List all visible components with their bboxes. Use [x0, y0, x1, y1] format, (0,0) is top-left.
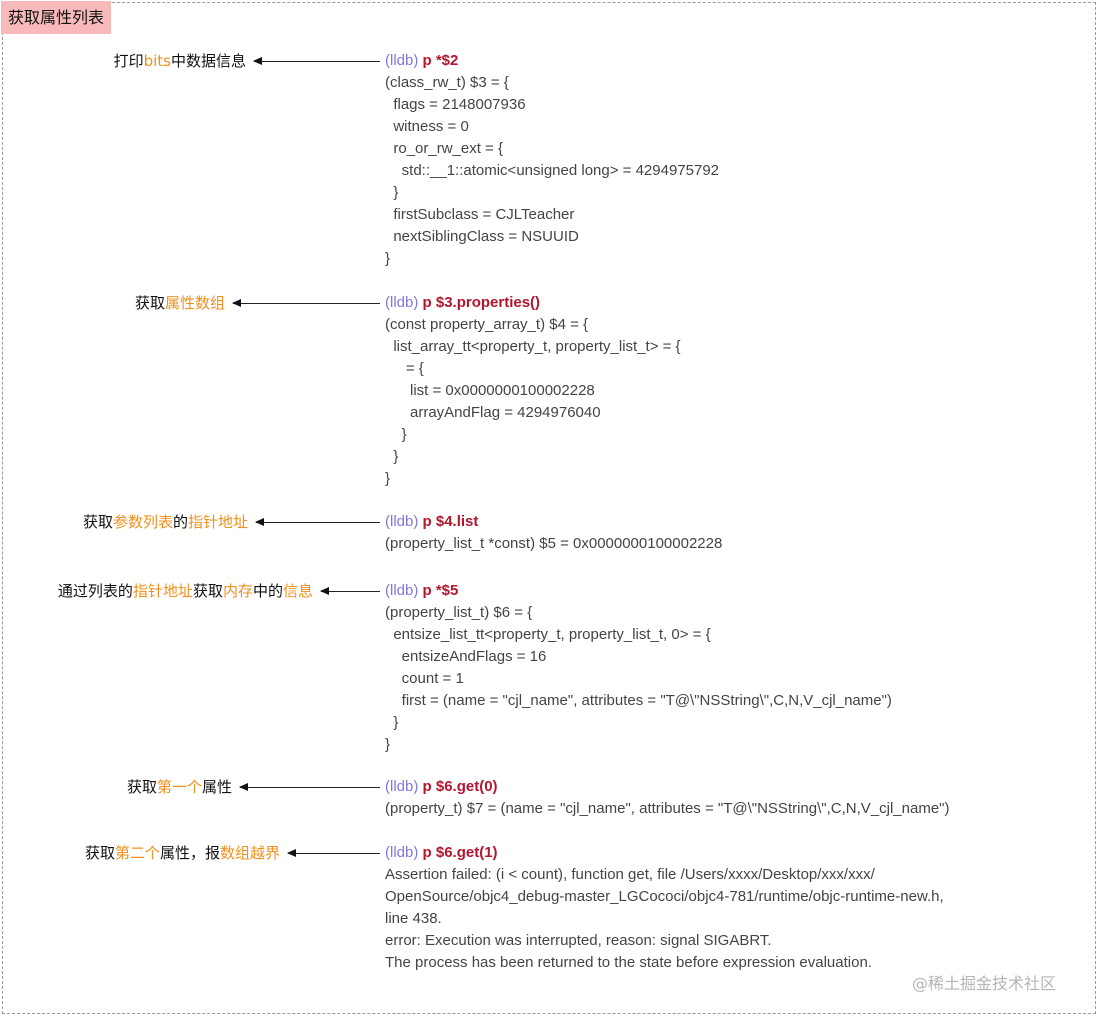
lldb-output-line: line 438. [385, 910, 442, 927]
lldb-command: p *$5 [422, 582, 459, 599]
annotation-text: 获取 [134, 294, 165, 312]
arrow-left-icon [239, 783, 380, 791]
annotation-text: 打印 [113, 52, 144, 70]
highlighted-text: 第二个 [114, 844, 160, 862]
lldb-command: p $6.get(0) [422, 778, 498, 795]
lldb-output-line: count = 1 [385, 670, 464, 687]
lldb-output-line: entsize_list_tt<property_t, property_lis… [385, 626, 711, 643]
watermark: @稀土掘金技术社区 [912, 974, 1057, 993]
lldb-command-line: (lldb) p $4.list [385, 511, 722, 533]
lldb-output-line: } [385, 426, 407, 443]
lldb-block: (lldb) p *$5 (property_list_t) $6 = { ent… [385, 580, 892, 756]
lldb-block: (lldb) p $4.list (property_list_t *const)… [385, 511, 722, 555]
lldb-output-line: witness = 0 [385, 118, 469, 135]
lldb-prompt: (lldb) [385, 294, 419, 311]
highlighted-text: 指针地址 [187, 513, 248, 531]
lldb-output-line: firstSubclass = CJLTeacher [385, 206, 575, 223]
annotation-text: 通过列表的 [57, 582, 133, 600]
lldb-command: p *$2 [422, 52, 459, 69]
lldb-output-line: } [385, 184, 399, 201]
lldb-command-line: (lldb) p *$5 [385, 580, 892, 602]
annotation-text: 获取 [84, 844, 115, 862]
highlighted-text: 内存 [222, 582, 253, 600]
lldb-output-line: } [385, 470, 391, 487]
step-annotation: 获取第一个属性 [127, 777, 232, 797]
lldb-output-line: } [385, 714, 399, 731]
annotation-text: 中数据信息 [170, 52, 246, 70]
lldb-output-line: = { [385, 360, 424, 377]
lldb-output-line: nextSiblingClass = NSUUID [385, 228, 579, 245]
lldb-output-line: list_array_tt<property_t, property_list_… [385, 338, 681, 355]
lldb-block: (lldb) p *$2 (class_rw_t) $3 = { flags = … [385, 50, 719, 270]
lldb-output-line: arrayAndFlag = 4294976040 [385, 404, 601, 421]
lldb-output-line: } [385, 448, 399, 465]
lldb-command-line: (lldb) p *$2 [385, 50, 719, 72]
annotation-text: 获取 [192, 582, 223, 600]
step-annotation: 获取属性数组 [135, 293, 225, 313]
lldb-output-line: ro_or_rw_ext = { [385, 140, 503, 157]
lldb-output-line: The process has been returned to the sta… [385, 954, 872, 971]
lldb-output-line: std::__1::atomic<unsigned long> = 429497… [385, 162, 720, 179]
step-annotation: 通过列表的指针地址获取内存中的信息 [58, 581, 313, 601]
lldb-block: (lldb) p $6.get(0) (property_t) $7 = (nam… [385, 776, 949, 820]
lldb-output-line: list = 0x0000000100002228 [385, 382, 595, 399]
step-annotation: 获取第二个属性，报数组越界 [85, 843, 280, 863]
lldb-prompt: (lldb) [385, 513, 419, 530]
lldb-prompt: (lldb) [385, 844, 419, 861]
highlighted-text: 指针地址 [132, 582, 193, 600]
annotation-text: 的 [172, 513, 188, 531]
lldb-prompt: (lldb) [385, 582, 419, 599]
lldb-block: (lldb) p $6.get(1) Assertion failed: (i <… [385, 842, 944, 974]
arrow-left-icon [253, 57, 380, 65]
highlighted-text: 信息 [282, 582, 313, 600]
annotation-text: 获取 [82, 513, 113, 531]
lldb-command-line: (lldb) p $6.get(1) [385, 842, 944, 864]
lldb-block: (lldb) p $3.properties() (const property_… [385, 292, 681, 490]
arrow-left-icon [255, 518, 380, 526]
lldb-output-line: (class_rw_t) $3 = { [385, 74, 509, 91]
lldb-output-line: (const property_array_t) $4 = { [385, 316, 589, 333]
lldb-output-line: flags = 2148007936 [385, 96, 526, 113]
lldb-output-line: (property_t) $7 = (name = "cjl_name", at… [385, 800, 950, 817]
lldb-command-line: (lldb) p $3.properties() [385, 292, 681, 314]
highlighted-text: 属性数组 [164, 294, 225, 312]
lldb-command: p $4.list [422, 513, 479, 530]
lldb-output-line: entsizeAndFlags = 16 [385, 648, 547, 665]
lldb-output-line: (property_list_t) $6 = { [385, 604, 533, 621]
highlighted-text: 第一个 [156, 778, 202, 796]
lldb-output-line: } [385, 736, 391, 753]
lldb-output-line: first = (name = "cjl_name", attributes =… [385, 692, 892, 709]
highlighted-text: bits [143, 52, 171, 70]
lldb-output-line: error: Execution was interrupted, reason… [385, 932, 772, 949]
lldb-output-line: OpenSource/objc4_debug-master_LGCococi/o… [385, 888, 944, 905]
arrow-left-icon [320, 587, 380, 595]
diagram-title: 获取属性列表 [1, 1, 112, 34]
step-annotation: 打印bits中数据信息 [114, 51, 246, 71]
lldb-prompt: (lldb) [385, 778, 419, 795]
annotation-text: 属性 [201, 778, 232, 796]
annotation-text: 获取 [126, 778, 157, 796]
annotation-text: 中的 [252, 582, 283, 600]
lldb-command-line: (lldb) p $6.get(0) [385, 776, 949, 798]
arrow-left-icon [232, 299, 380, 307]
arrow-left-icon [287, 849, 380, 857]
lldb-output-line: Assertion failed: (i < count), function … [385, 866, 875, 883]
highlighted-text: 数组越界 [219, 844, 280, 862]
lldb-command: p $6.get(1) [422, 844, 498, 861]
lldb-output-line: (property_list_t *const) $5 = 0x00000001… [385, 535, 723, 552]
lldb-output-line: } [385, 250, 391, 267]
highlighted-text: 参数列表 [112, 513, 173, 531]
lldb-prompt: (lldb) [385, 52, 419, 69]
annotation-text: 属性，报 [159, 844, 220, 862]
lldb-command: p $3.properties() [422, 294, 541, 311]
step-annotation: 获取参数列表的指针地址 [83, 512, 248, 532]
